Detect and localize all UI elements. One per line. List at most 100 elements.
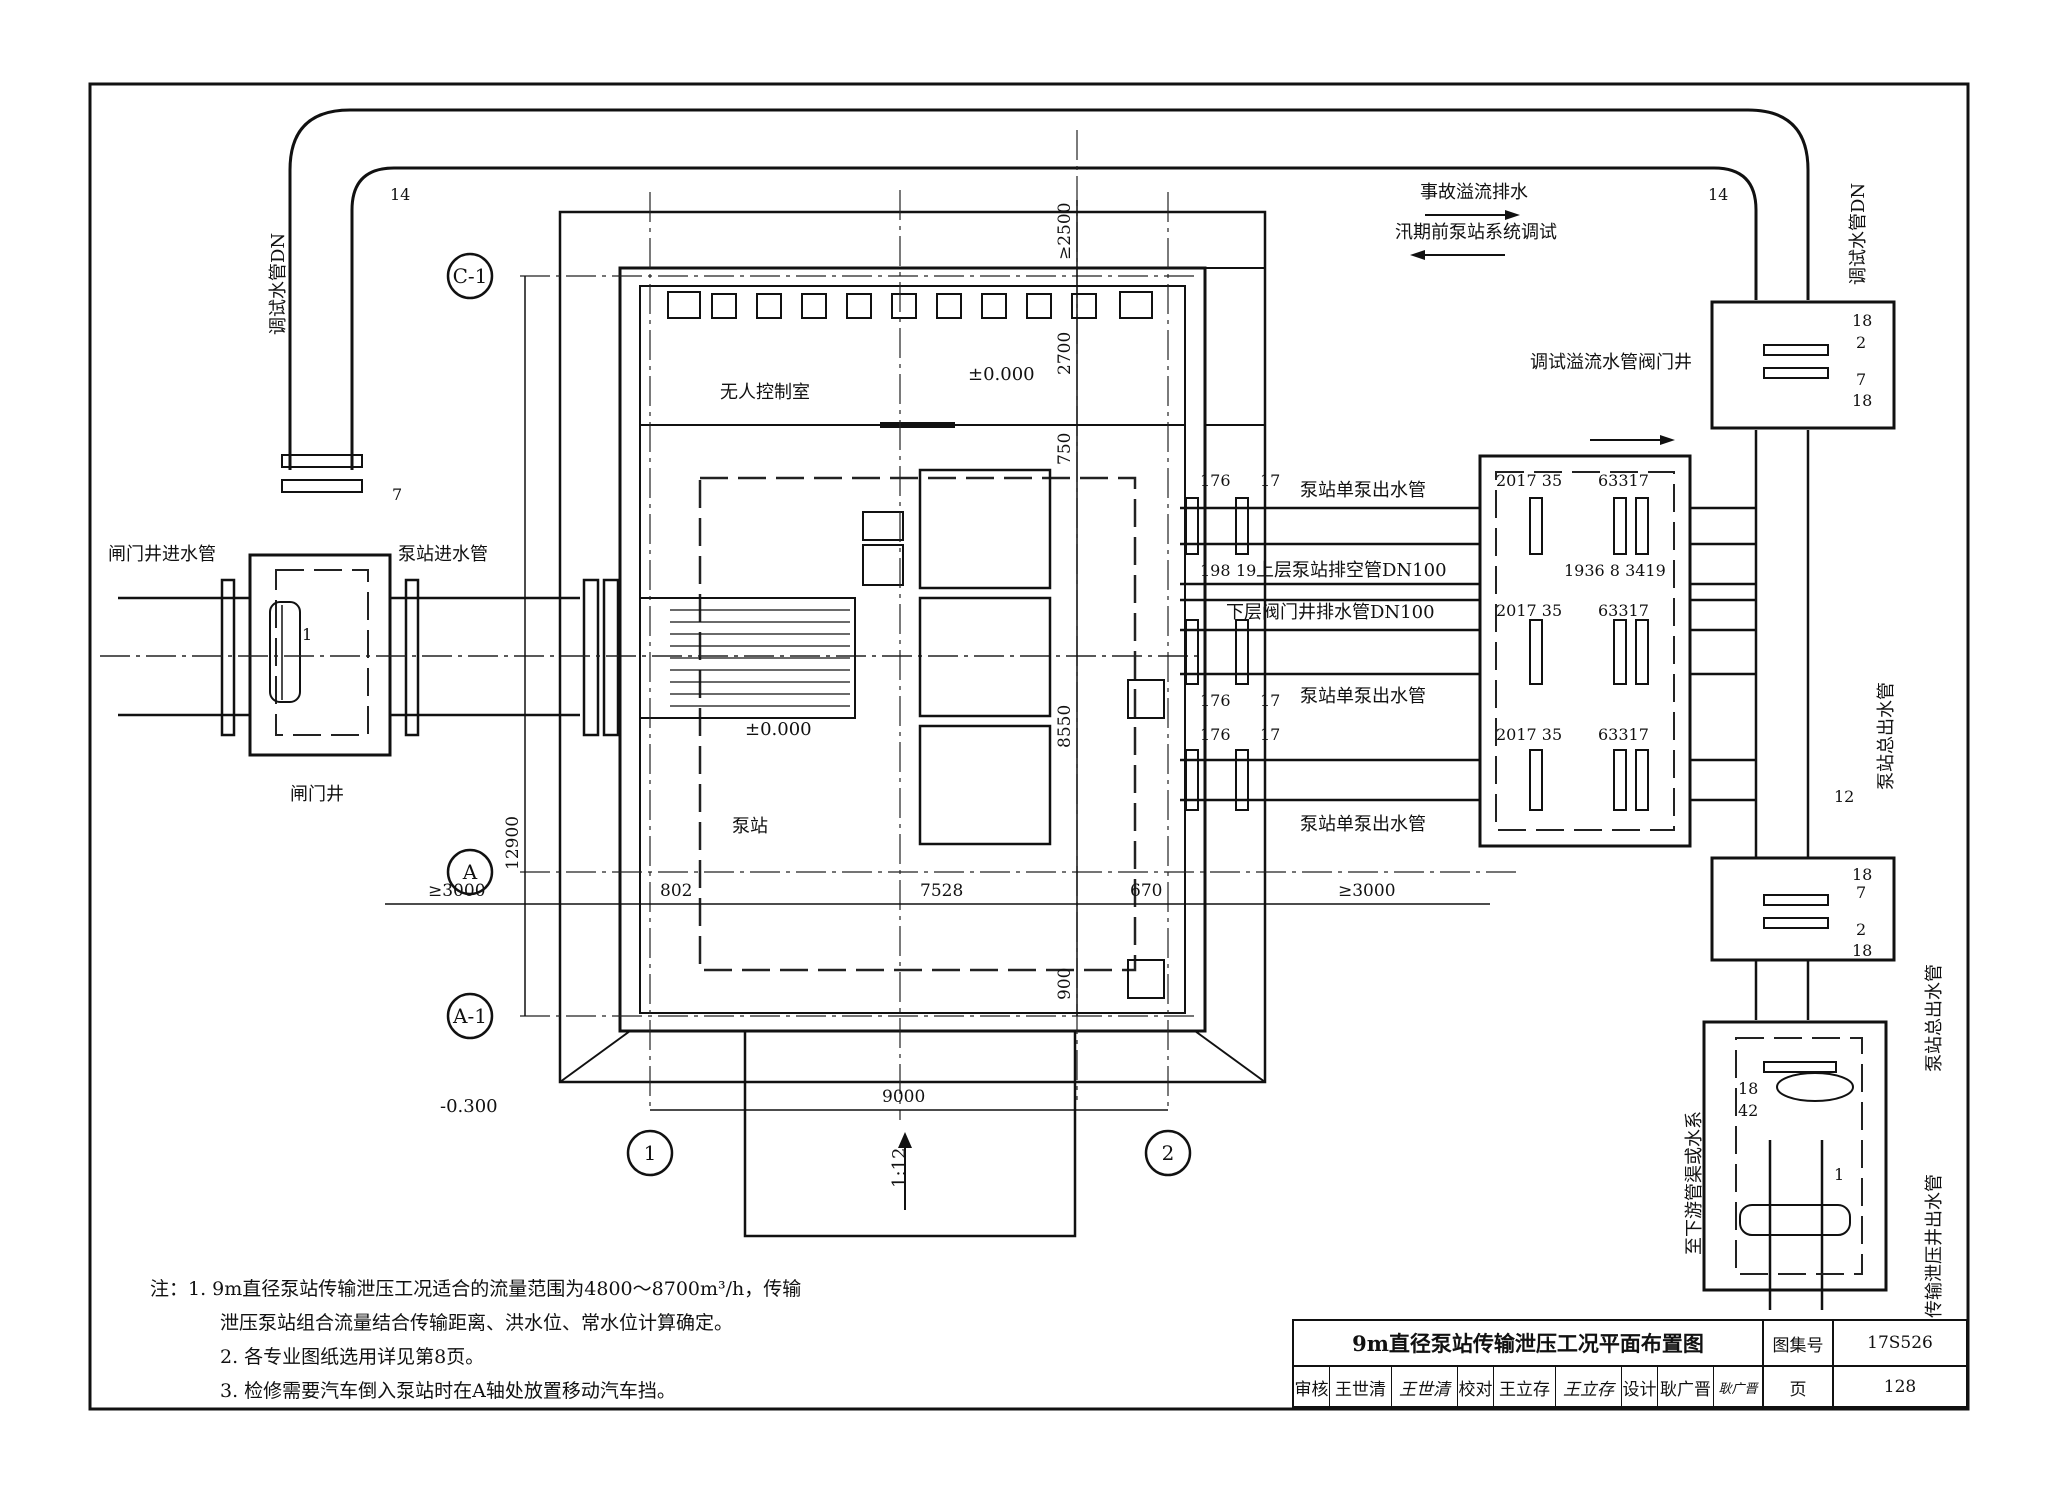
callout-r2-left: 198 [1200, 561, 1231, 580]
axis-2-text: 2 [1162, 1141, 1175, 1165]
axis-a-text: A [462, 860, 478, 884]
callout-r3-right: 63317 [1598, 601, 1649, 620]
callout-r2-right: 1936 8 3419 [1564, 561, 1666, 580]
callout-r2-19: 19 [1236, 561, 1256, 580]
dim-670: 670 [1130, 881, 1162, 901]
gate-well-inlet-label: 闸门井进水管 [108, 544, 216, 565]
axis-1-text: 1 [644, 1141, 657, 1165]
notes-prefix: 注： [150, 1278, 189, 1300]
elev-zero-mid: ±0.000 [745, 719, 812, 740]
sheet-border [88, 82, 1970, 1411]
pump-station-building [558, 210, 1267, 1238]
callout-r1-right: 63317 [1598, 471, 1649, 490]
dim-8550: 8550 [1055, 705, 1075, 748]
drawing-title: 9m直径泵站传输泄压工况平面布置图 [1294, 1321, 1764, 1367]
axis-a1-text: A-1 [452, 1004, 487, 1028]
relief-well-out-label: 传输泄压井出水管 [1924, 1174, 1945, 1318]
gate-well-label: 闸门井 [290, 784, 344, 805]
callout-2a: 2 [1856, 333, 1866, 352]
page-number: 128 [1883, 1377, 1917, 1397]
callout-7a: 7 [1856, 370, 1866, 389]
total-out-1: 泵站总出水管 [1876, 682, 1897, 790]
callout-r3-mid: 2017 35 [1496, 601, 1562, 620]
elev-minus: -0.300 [440, 1096, 498, 1117]
note-1b: 泄压泵站组合流量结合传输距离、洪水位、常水位计算确定。 [220, 1312, 734, 1334]
dim-802: 802 [660, 881, 692, 901]
dim-2700: 2700 [1055, 332, 1075, 375]
check-label: 校对 [1458, 1367, 1494, 1407]
axis-bubble-a1 [446, 992, 494, 1040]
axis-bubble-1 [626, 1129, 674, 1177]
callout-r1-left: 176 [1200, 471, 1231, 490]
dim-12900: 12900 [503, 816, 523, 870]
callout-14-left: 14 [390, 185, 410, 204]
control-room-label: 无人控制室 [720, 382, 810, 403]
callout-18e: 18 [1738, 1079, 1758, 1098]
debug-overflow-well-label: 调试溢流水管阀门井 [1530, 352, 1692, 373]
checker-signature: 王立存 [1556, 1367, 1622, 1407]
callout-18b: 18 [1852, 391, 1872, 410]
valve-chamber [1478, 454, 1692, 848]
debug-pipe-loop [288, 108, 1810, 470]
single-pump-out-2: 泵站单泵出水管 [1300, 686, 1426, 707]
note-2: 2. 各专业图纸选用详见第8页。 [220, 1346, 485, 1368]
lower-drain-label: 下层阀门井排水管DN100 [1226, 602, 1435, 623]
design-label: 设计 [1622, 1367, 1658, 1407]
note-1a: 1. 9m直径泵站传输泄压工况适合的流量范围为4800～8700m³/h，传输 [188, 1278, 802, 1300]
title-block: 9m直径泵站传输泄压工况平面布置图 图集号 17S526 审核 王世清 王世清 … [1292, 1319, 1968, 1408]
valve-well-mid [1710, 856, 1896, 962]
callout-18d: 18 [1852, 941, 1872, 960]
pump-outlet-pipes [1180, 506, 1756, 802]
callout-42: 42 [1738, 1101, 1758, 1120]
slope-label: 1:12 [889, 1148, 910, 1188]
gate-well [248, 454, 392, 757]
pump-station-label: 泵站 [732, 816, 768, 837]
dim-9000: 9000 [882, 1087, 925, 1107]
callout-r4-17: 17 [1260, 725, 1280, 744]
notes-block: 注：1. 9m直径泵站传输泄压工况适合的流量范围为4800～8700m³/h，传… [150, 1272, 910, 1408]
total-out-2: 泵站总出水管 [1924, 964, 1945, 1072]
callout-1-relief: 1 [1834, 1165, 1844, 1184]
callout-r4-right: 63317 [1598, 725, 1649, 744]
review-label: 审核 [1294, 1367, 1330, 1407]
page-label: 页 [1764, 1367, 1834, 1407]
callout-r3-left: 176 [1200, 691, 1231, 710]
right-main-pipes [1754, 430, 1824, 1310]
upper-exhaust-label: 上层泵站排空管DN100 [1256, 560, 1447, 581]
callout-18c: 18 [1852, 865, 1872, 884]
relief-well [1702, 1020, 1888, 1292]
designer-name: 耿广晋 [1658, 1367, 1714, 1407]
callout-1-gate: 1 [302, 625, 312, 644]
callout-7-left: 7 [392, 485, 402, 504]
reviewer-name: 王世清 [1330, 1367, 1392, 1407]
callout-r1-17: 17 [1260, 471, 1280, 490]
dim-3000-right: ≥3000 [1338, 881, 1396, 901]
note-3: 3. 检修需要汽车倒入泵站时在A轴处放置移动汽车挡。 [220, 1380, 676, 1402]
callout-2c: 2 [1856, 920, 1866, 939]
callout-r4-left: 176 [1200, 725, 1231, 744]
single-pump-out-3: 泵站单泵出水管 [1300, 814, 1426, 835]
dim-7528: 7528 [920, 881, 963, 901]
callout-r3-17: 17 [1260, 691, 1280, 710]
dim-900: 900 [1055, 968, 1075, 1000]
axis-bubble-a [446, 848, 494, 896]
callout-18a: 18 [1852, 311, 1872, 330]
pump-inlet-label: 泵站进水管 [398, 544, 488, 565]
debug-pipe-left: 调试水管DN [268, 233, 289, 335]
callout-12: 12 [1834, 787, 1854, 806]
dim-2500: ≥2500 [1055, 202, 1075, 260]
axis-bubble-2 [1144, 1129, 1192, 1177]
downstream-label: 至下游管渠或水系 [1684, 1111, 1705, 1255]
atlas-number: 17S526 [1834, 1321, 1966, 1367]
designer-signature: 耿广晋 [1714, 1367, 1764, 1407]
dim-3000-left: ≥3000 [428, 881, 486, 901]
axis-bubble-c1 [446, 252, 494, 300]
atlas-label: 图集号 [1764, 1321, 1834, 1367]
dim-750: 750 [1055, 433, 1075, 465]
elev-zero-top: ±0.000 [968, 364, 1035, 385]
single-pump-out-1: 泵站单泵出水管 [1300, 480, 1426, 501]
accident-overflow-label: 事故溢流排水 [1420, 182, 1528, 203]
debug-pipe-right: 调试水管DN [1848, 183, 1869, 285]
callout-r1-mid: 2017 35 [1496, 471, 1562, 490]
